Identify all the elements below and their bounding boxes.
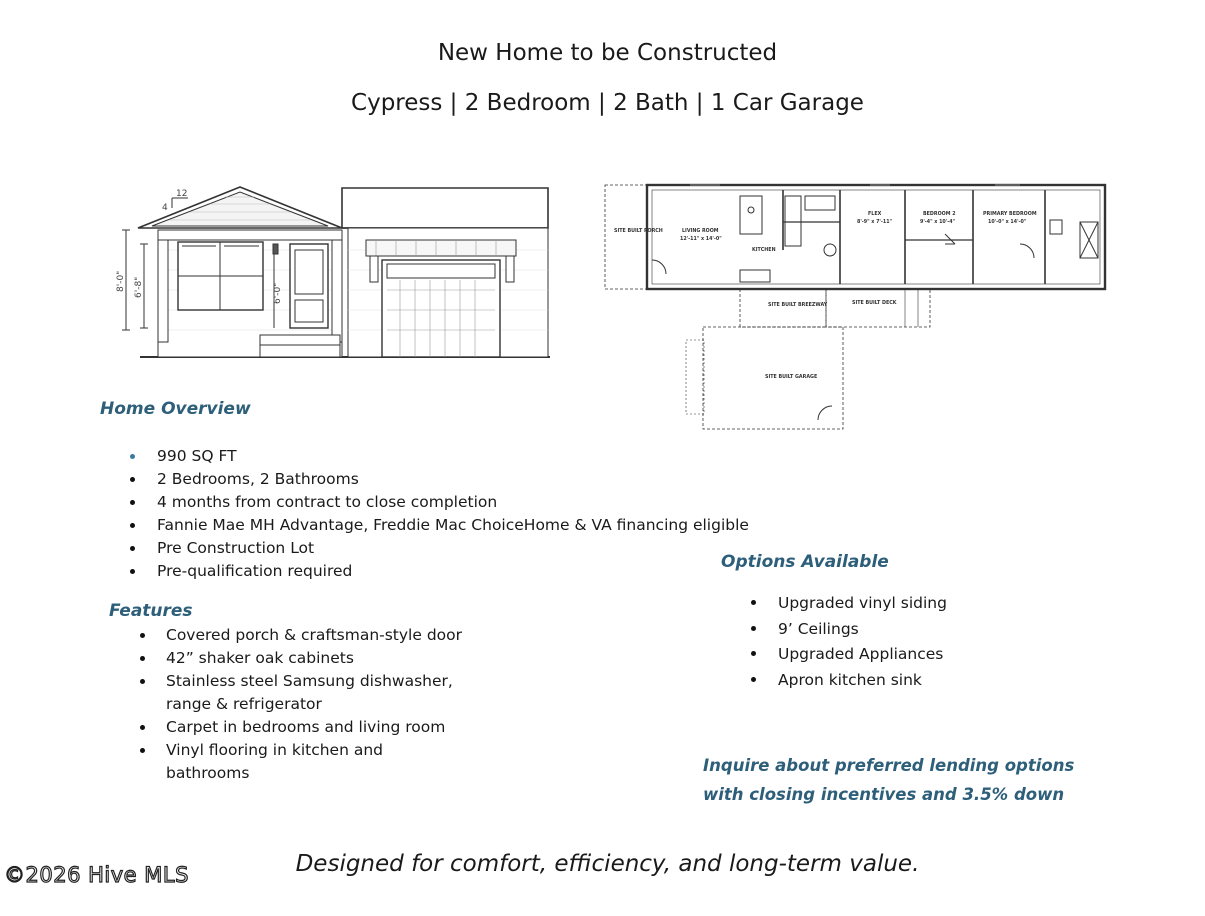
wall-height-dim: 8'-0" xyxy=(116,271,126,292)
list-item: Pre-qualification required xyxy=(130,560,749,583)
overview-heading: Home Overview xyxy=(100,399,251,419)
room-size-flex: 8'-9" x 7'-11" xyxy=(857,219,893,225)
room-label-breezeway: SITE BUILT BREEZWAY xyxy=(768,302,828,308)
lending-callout: Inquire about preferred lending options … xyxy=(703,751,1074,809)
pitch-rise-label: 4 xyxy=(162,203,168,213)
options-list: Upgraded vinyl siding 9’ Ceilings Upgrad… xyxy=(751,591,947,694)
list-item: Vinyl flooring in kitchen and bathrooms xyxy=(140,739,466,785)
list-item: Carpet in bedrooms and living room xyxy=(140,716,466,739)
tagline: Designed for comfort, efficiency, and lo… xyxy=(295,851,920,877)
page-subtitle: Cypress | 2 Bedroom | 2 Bath | 1 Car Gar… xyxy=(351,90,864,116)
room-label-living: LIVING ROOM xyxy=(682,228,719,234)
list-item: Apron kitchen sink xyxy=(751,668,947,694)
room-label-kitchen: KITCHEN xyxy=(752,247,776,253)
room-label-garage: SITE BUILT GARAGE xyxy=(765,374,817,380)
list-item: Covered porch & craftsman-style door xyxy=(140,624,466,647)
lending-callout-line: with closing incentives and 3.5% down xyxy=(703,785,1065,804)
list-item: Stainless steel Samsung dishwasher, rang… xyxy=(140,670,466,716)
list-item: Upgraded vinyl siding xyxy=(751,591,947,617)
list-item: Pre Construction Lot xyxy=(130,537,749,560)
room-label-deck: SITE BUILT DECK xyxy=(852,300,897,306)
list-item: Upgraded Appliances xyxy=(751,642,947,668)
copyright-watermark: ©2026 Hive MLS xyxy=(3,862,189,887)
room-size-bedroom2: 9'-4" x 10'-4" xyxy=(920,219,956,225)
room-size-living: 12'-11" x 14'-0" xyxy=(680,236,722,242)
list-item: 9’ Ceilings xyxy=(751,617,947,643)
room-label-primary: PRIMARY BEDROOM xyxy=(983,211,1037,217)
features-heading: Features xyxy=(109,601,193,621)
list-item: 4 months from contract to close completi… xyxy=(130,491,749,514)
room-label-bedroom2: BEDROOM 2 xyxy=(923,211,956,217)
window-height-dim: 6'-0" xyxy=(273,283,283,304)
front-elevation-drawing: 12 4 8'-0" 6'-8" 6'-0" xyxy=(116,186,550,358)
room-size-primary: 10'-0" x 14'-0" xyxy=(988,219,1027,225)
page-title: New Home to be Constructed xyxy=(437,40,778,66)
list-item: 42” shaker oak cabinets xyxy=(140,647,466,670)
options-heading: Options Available xyxy=(721,552,889,572)
overview-list: 990 SQ FT 2 Bedrooms, 2 Bathrooms 4 mont… xyxy=(130,445,749,583)
room-label-porch: SITE BUILT PORCH xyxy=(614,228,663,234)
room-label-flex: FLEX xyxy=(868,211,882,217)
lending-callout-line: Inquire about preferred lending options xyxy=(703,756,1075,775)
pitch-run-label: 12 xyxy=(176,189,187,199)
list-item: Fannie Mae MH Advantage, Freddie Mac Cho… xyxy=(130,514,749,537)
features-list: Covered porch & craftsman-style door 42”… xyxy=(140,624,466,785)
floor-plan-drawing: SITE BUILT PORCH LIVING ROOM 12'-11" x 1… xyxy=(604,183,1107,430)
list-item: 2 Bedrooms, 2 Bathrooms xyxy=(130,468,749,491)
list-item: 990 SQ FT xyxy=(130,445,749,468)
door-height-dim: 6'-8" xyxy=(134,277,144,298)
